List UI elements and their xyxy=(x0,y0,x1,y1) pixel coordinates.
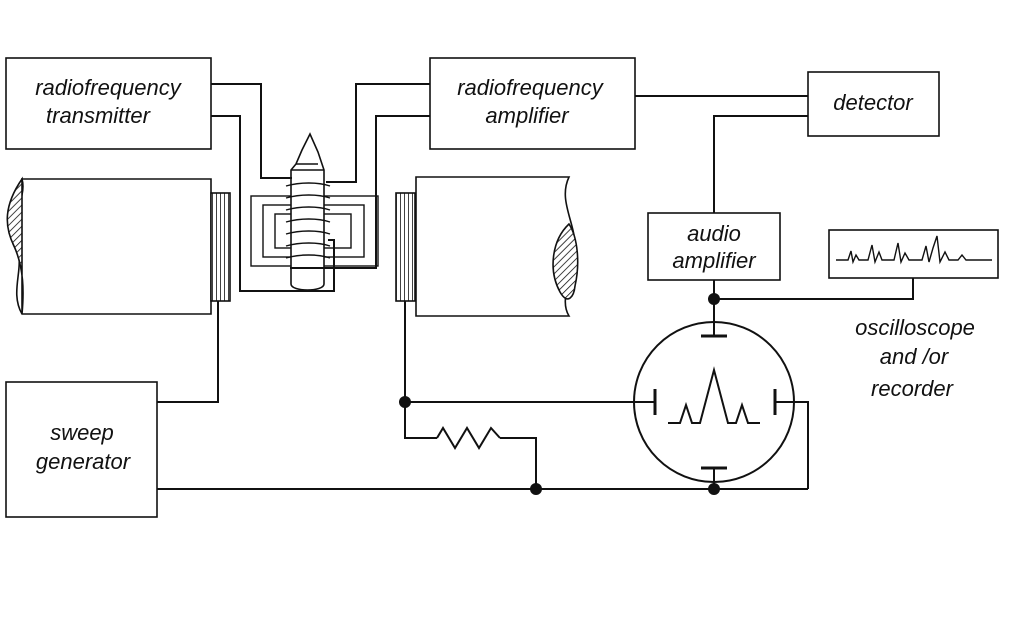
oscilloscope-label-2: and /or xyxy=(880,344,950,369)
resistor xyxy=(436,426,501,450)
sweep-generator-block: sweep generator xyxy=(5,381,158,518)
oscilloscope-label-1: oscilloscope xyxy=(855,315,975,340)
oscilloscope-trace xyxy=(836,235,992,265)
rf-transmitter-label-2: transmitter xyxy=(46,103,152,128)
cathode-ray-tube xyxy=(633,321,795,483)
audio-amplifier-label-2: amplifier xyxy=(672,248,757,273)
magnet-left-sweep-coil xyxy=(210,192,231,302)
sweep-generator-label-1: sweep xyxy=(50,420,114,445)
oscilloscope-label-3: recorder xyxy=(871,376,955,401)
magnet-right-pole xyxy=(395,176,579,317)
detector-label: detector xyxy=(833,90,914,115)
oscilloscope-screen xyxy=(828,229,999,279)
magnet-right-sweep-coil xyxy=(395,192,416,302)
rf-amplifier-label-1: radiofrequency xyxy=(457,75,605,100)
audio-amplifier-label-1: audio xyxy=(687,221,741,246)
oscilloscope-recorder-label: oscilloscope and /or recorder xyxy=(855,315,975,401)
crt-trace xyxy=(668,366,760,424)
rf-amplifier-block: radiofrequency amplifier xyxy=(429,57,636,150)
rf-amplifier-label-2: amplifier xyxy=(485,103,570,128)
junction-dot xyxy=(708,293,720,305)
magnet-right-hatched-face xyxy=(552,222,579,300)
wiring xyxy=(157,83,914,490)
junction-dot xyxy=(708,483,720,495)
audio-amplifier-block: audio amplifier xyxy=(647,212,781,281)
detector-block: detector xyxy=(807,71,940,137)
magnet-left-pole xyxy=(6,176,231,315)
sweep-generator-label-2: generator xyxy=(36,449,132,474)
magnet-left-hatched-face xyxy=(6,176,24,315)
rf-transmitter-label-1: radiofrequency xyxy=(35,75,183,100)
sample-tube xyxy=(290,132,325,291)
sample-probe xyxy=(250,132,379,291)
junction-dot xyxy=(399,396,411,408)
rf-transmitter-block: radiofrequency transmitter xyxy=(5,57,212,150)
sample-coil-winding xyxy=(285,182,331,259)
junction-dots xyxy=(399,293,720,495)
junction-dot xyxy=(530,483,542,495)
